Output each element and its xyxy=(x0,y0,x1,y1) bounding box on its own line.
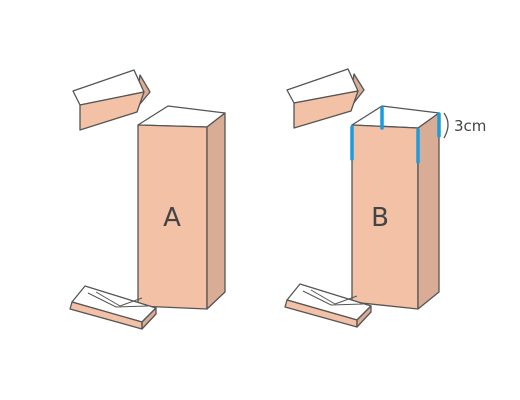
box-b-group: B 3cm xyxy=(284,68,486,328)
lid-b-front xyxy=(293,90,359,129)
box-a-side xyxy=(206,112,226,310)
box-b-label: B xyxy=(371,203,389,233)
dimension-bracket xyxy=(443,112,449,139)
dimension-label: 3cm xyxy=(454,117,486,135)
lid-piece-b xyxy=(286,68,365,129)
base-a-inner-lines-3 xyxy=(119,297,143,307)
box-a-group: A xyxy=(69,69,226,330)
base-a-inner-lines xyxy=(87,292,149,308)
tall-box-a: A xyxy=(137,105,226,310)
base-a-edge-right xyxy=(141,307,157,330)
flat-base-piece-a xyxy=(69,285,157,330)
base-a-inner-lines-2 xyxy=(95,291,121,307)
box-a-label: A xyxy=(163,203,181,233)
flat-base-piece-b xyxy=(284,283,372,328)
base-b-inner-lines-2 xyxy=(310,289,336,305)
lid-piece-a xyxy=(72,69,151,131)
base-b-inner-lines-3 xyxy=(334,295,358,305)
box-b-side xyxy=(417,112,440,310)
base-b-edge-right xyxy=(356,305,372,328)
base-b-inner-lines xyxy=(302,290,364,306)
tall-box-b: B 3cm xyxy=(350,105,486,310)
lid-a-front xyxy=(79,91,145,131)
cut-marks xyxy=(350,106,441,164)
